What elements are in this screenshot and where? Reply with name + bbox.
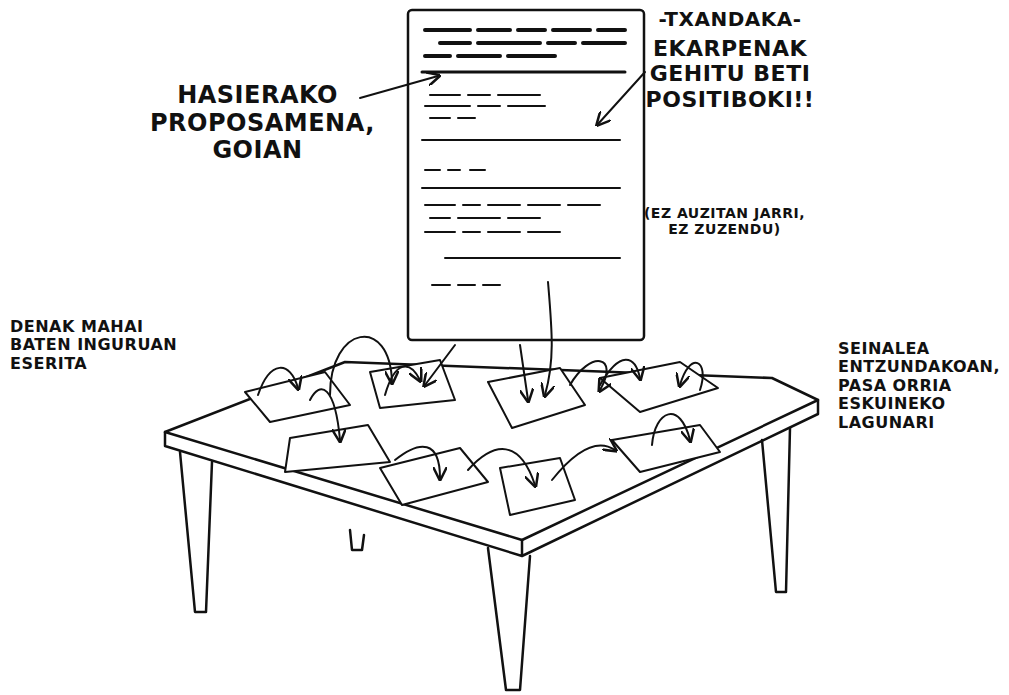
table-leg bbox=[180, 452, 212, 612]
document-scribbles bbox=[422, 30, 625, 72]
table-leg bbox=[488, 548, 530, 690]
table-leg bbox=[350, 530, 364, 550]
callout-note: DENAK MAHAI BATEN INGURUAN ESERITA bbox=[10, 318, 210, 373]
pass-arrows bbox=[258, 282, 703, 485]
leader-arrow bbox=[598, 72, 645, 124]
table-top bbox=[165, 362, 818, 540]
paper-sheets bbox=[245, 360, 720, 515]
table-edge bbox=[165, 400, 818, 556]
table-leg bbox=[762, 428, 790, 592]
document-scribbles bbox=[422, 95, 620, 285]
callout-note: HASIERAKO PROPOSAMENA, GOIAN bbox=[150, 82, 365, 165]
document-sheet bbox=[408, 10, 644, 340]
callout-note: SEINALEA ENTZUNDAKOAN, PASA ORRIA ESKUIN… bbox=[838, 340, 1006, 432]
callout-note: EKARPENAK GEHITU BETI POSITIBOKI!! bbox=[640, 36, 820, 112]
callout-heading: -TXANDAKA- bbox=[650, 8, 810, 31]
leader-arrow bbox=[360, 76, 438, 98]
callout-aside: (EZ AUZITAN JARRI, EZ ZUZENDU) bbox=[632, 205, 817, 237]
